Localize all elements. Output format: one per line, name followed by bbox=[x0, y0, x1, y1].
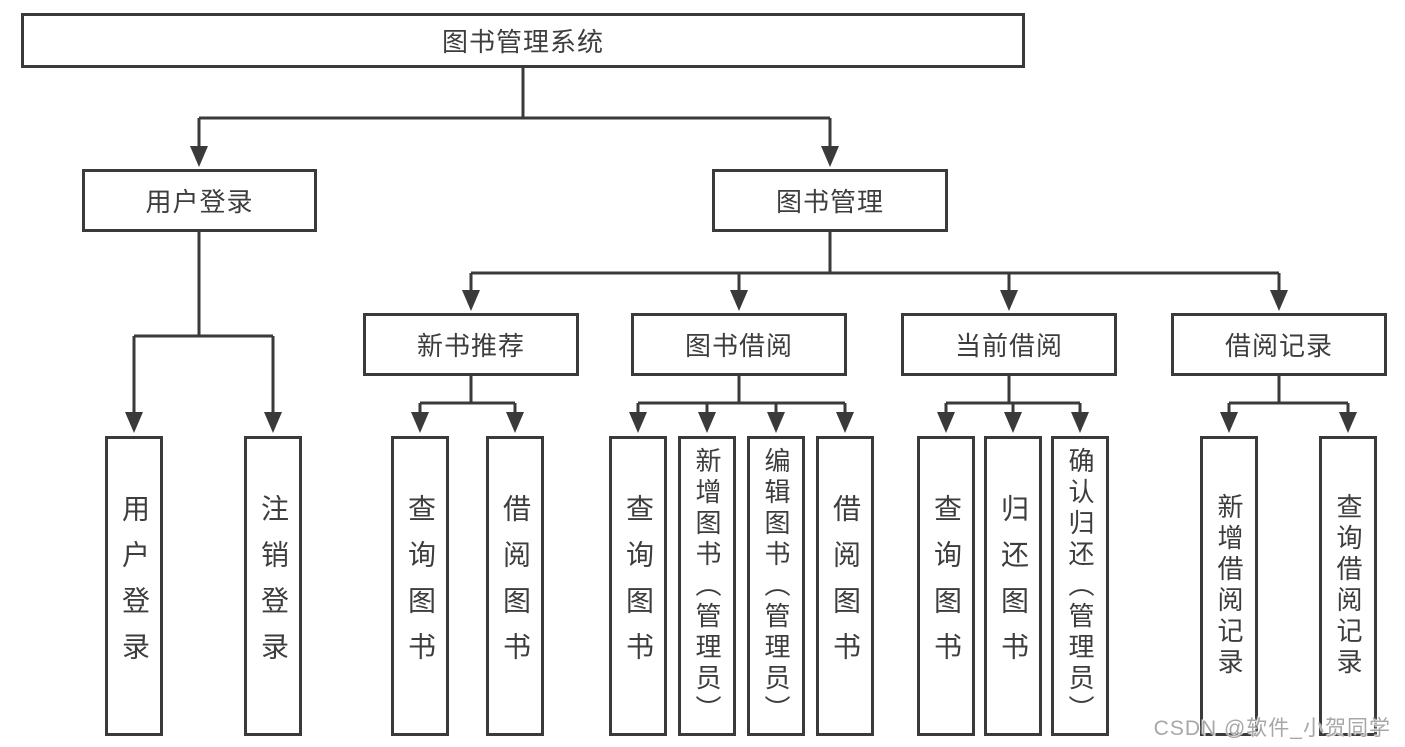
leaf-query-books: 查询图书 bbox=[609, 436, 667, 736]
leaf-add-borrow-record-label: 新增借阅记录 bbox=[1214, 493, 1244, 679]
leaf-query-books-label: 查询图书 bbox=[623, 494, 654, 678]
node-book-management: 图书管理 bbox=[712, 169, 948, 232]
leaf-edit-books-admin: 编辑图书（管理员） bbox=[747, 436, 805, 736]
leaf-borrow-books: 借阅图书 bbox=[816, 436, 874, 736]
leaf-confirm-return-admin-label: 确认归还（管理员） bbox=[1065, 446, 1095, 726]
leaf-user-login: 用户登录 bbox=[105, 436, 163, 736]
connector-user-login bbox=[125, 232, 282, 433]
leaf-user-login-label: 用户登录 bbox=[119, 494, 150, 678]
connector-borrowing-records bbox=[1220, 376, 1357, 433]
node-current-borrowing-label: 当前借阅 bbox=[954, 331, 1063, 361]
leaf-query-books-label: 查询图书 bbox=[405, 494, 436, 678]
node-user-login: 用户登录 bbox=[82, 169, 317, 232]
node-new-book-recommendation-label: 新书推荐 bbox=[416, 331, 525, 361]
leaf-confirm-return-admin: 确认归还（管理员） bbox=[1051, 436, 1109, 736]
node-borrowing-records-label: 借阅记录 bbox=[1224, 331, 1333, 361]
node-book-borrowing: 图书借阅 bbox=[631, 313, 847, 376]
leaf-return-books: 归还图书 bbox=[984, 436, 1042, 736]
leaf-logout: 注销登录 bbox=[244, 436, 302, 736]
leaf-add-borrow-record: 新增借阅记录 bbox=[1200, 436, 1258, 736]
leaf-query-books: 查询图书 bbox=[917, 436, 975, 736]
node-book-management-label: 图书管理 bbox=[775, 187, 884, 217]
connector-book-borrowing bbox=[629, 376, 854, 433]
connector-root-split bbox=[190, 68, 839, 167]
node-new-book-recommendation: 新书推荐 bbox=[363, 313, 579, 376]
connector-current-borrowing bbox=[937, 376, 1089, 433]
connector-book-management bbox=[462, 232, 1288, 311]
leaf-borrow-books-label: 借阅图书 bbox=[830, 494, 861, 678]
leaf-query-borrow-record: 查询借阅记录 bbox=[1319, 436, 1377, 736]
leaf-borrow-books-label: 借阅图书 bbox=[500, 494, 531, 678]
leaf-add-books-admin: 新增图书（管理员） bbox=[678, 436, 736, 736]
node-book-borrowing-label: 图书借阅 bbox=[684, 331, 793, 361]
node-root-label: 图书管理系统 bbox=[441, 27, 604, 57]
node-user-login-label: 用户登录 bbox=[145, 187, 254, 217]
leaf-query-borrow-record-label: 查询借阅记录 bbox=[1333, 493, 1363, 679]
leaf-query-books-label: 查询图书 bbox=[931, 494, 962, 678]
leaf-logout-label: 注销登录 bbox=[258, 494, 289, 678]
node-root: 图书管理系统 bbox=[21, 13, 1025, 68]
connector-new-book-recommendation bbox=[411, 376, 524, 433]
node-borrowing-records: 借阅记录 bbox=[1171, 313, 1387, 376]
node-current-borrowing: 当前借阅 bbox=[901, 313, 1117, 376]
csdn-watermark: CSDN @软件_小贺同学 bbox=[1153, 717, 1391, 740]
leaf-add-books-admin-label: 新增图书（管理员） bbox=[692, 446, 722, 726]
leaf-edit-books-admin-label: 编辑图书（管理员） bbox=[761, 446, 791, 726]
leaf-borrow-books: 借阅图书 bbox=[486, 436, 544, 736]
leaf-query-books: 查询图书 bbox=[391, 436, 449, 736]
leaf-return-books-label: 归还图书 bbox=[998, 494, 1029, 678]
